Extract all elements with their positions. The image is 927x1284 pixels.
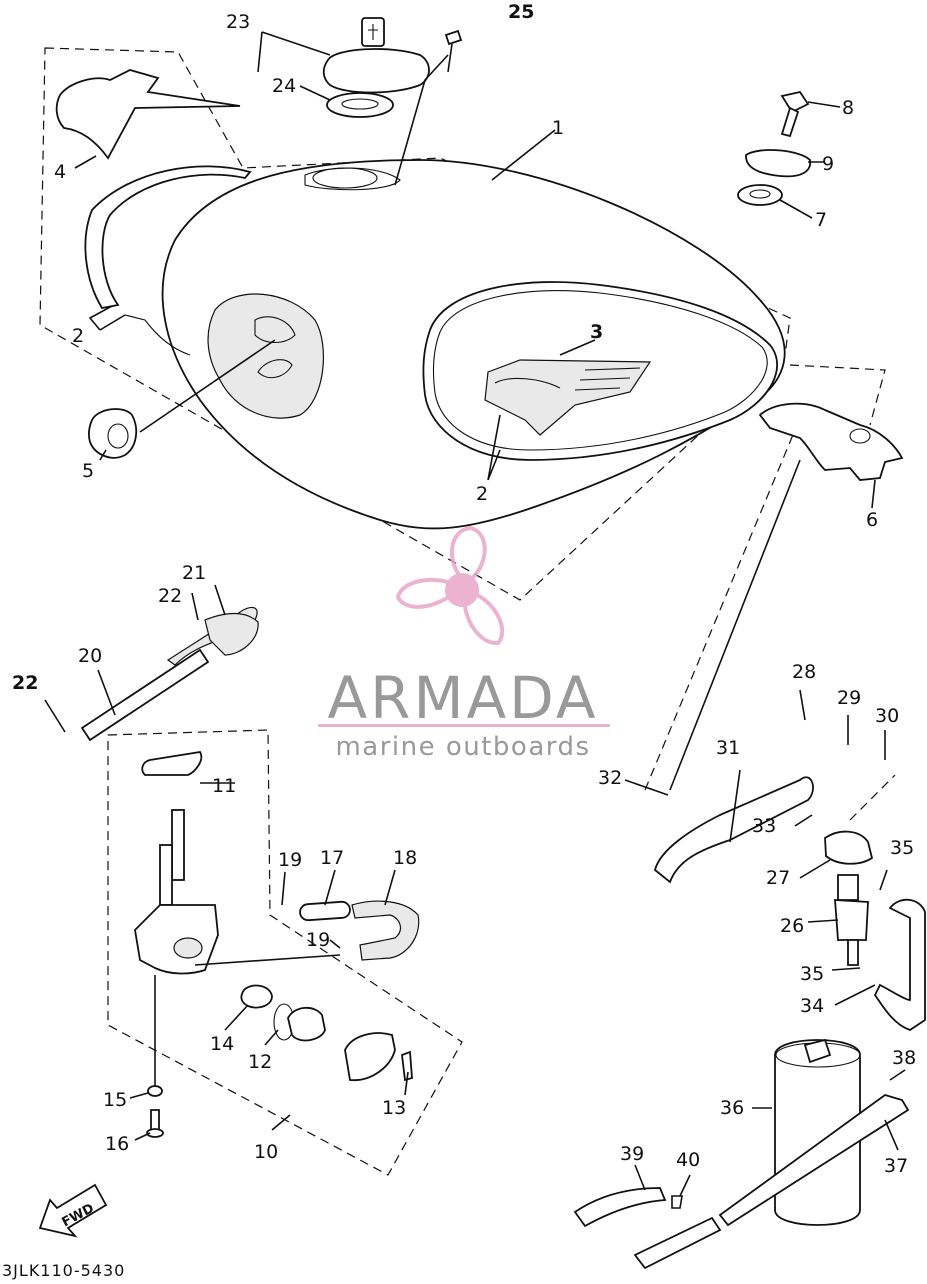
callout-9: 9	[822, 153, 834, 175]
callout-15: 15	[103, 1089, 127, 1111]
callout-26: 26	[780, 915, 804, 937]
callout-2: 2	[476, 483, 488, 505]
callout-5: 5	[82, 460, 94, 482]
callout-19: 19	[278, 849, 302, 871]
callout-21: 21	[182, 562, 206, 584]
watermark: ARMADA marine outboards	[318, 525, 610, 762]
leader-lines	[44, 31, 906, 1197]
watermark-propeller-blade	[462, 589, 505, 646]
callout-12: 12	[248, 1051, 272, 1073]
diagram-code: 3JLK110-5430	[2, 1261, 125, 1280]
fuel-cock	[134, 751, 413, 1138]
callout-7: 7	[815, 209, 827, 231]
callout-8: 8	[842, 97, 854, 119]
callout-36: 36	[720, 1097, 744, 1119]
callout-24: 24	[272, 75, 296, 97]
callout-22: 22	[158, 585, 182, 607]
callout-25: 25	[508, 1, 534, 23]
tank-bracket	[758, 402, 904, 481]
watermark-brand: ARMADA	[327, 664, 598, 732]
callout-34: 34	[800, 995, 824, 1017]
callout-2: 2	[72, 325, 84, 347]
callout-23: 23	[226, 11, 250, 33]
watermark-propeller-blade	[395, 577, 461, 609]
callout-11: 11	[212, 775, 236, 797]
callout-3: 3	[590, 321, 603, 343]
callout-19: 19	[306, 929, 330, 951]
fuel-tank	[84, 159, 786, 530]
callout-35: 35	[890, 837, 914, 859]
callout-31: 31	[716, 737, 740, 759]
callout-27: 27	[766, 867, 790, 889]
forward-direction-arrow: FWD	[38, 1183, 108, 1238]
callout-14: 14	[210, 1033, 234, 1055]
callout-6: 6	[866, 509, 878, 531]
callout-38: 38	[892, 1047, 916, 1069]
tank-fasteners	[737, 90, 812, 206]
callout-29: 29	[837, 687, 861, 709]
callout-39: 39	[620, 1143, 644, 1165]
watermark-propeller-hub	[445, 573, 479, 607]
callout-18: 18	[393, 847, 417, 869]
watermark-propeller-icon	[449, 525, 487, 585]
callout-33: 33	[752, 815, 776, 837]
callout-labels: 1 2 2 2 3 4 5 6 7 8 9 10 11 12 13 14 15 …	[12, 1, 916, 1177]
callout-40: 40	[676, 1149, 700, 1171]
callout-4: 4	[54, 161, 66, 183]
callout-37: 37	[884, 1155, 908, 1177]
fuel-hoses	[80, 606, 420, 961]
assembly-boundary-lines	[39, 47, 896, 1176]
callout-1: 1	[552, 117, 564, 139]
callout-13: 13	[382, 1097, 406, 1119]
callout-20: 20	[78, 645, 102, 667]
damper-grommet	[88, 408, 138, 459]
tank-decal	[55, 69, 241, 160]
callout-10: 10	[254, 1141, 278, 1163]
callout-30: 30	[875, 705, 899, 727]
callout-16: 16	[105, 1133, 129, 1155]
callout-17: 17	[320, 847, 344, 869]
callout-35: 35	[800, 963, 824, 985]
callout-28: 28	[792, 661, 816, 683]
callout-22: 22	[12, 672, 38, 694]
evap-system	[573, 776, 926, 1270]
fuel-cap-assembly	[322, 17, 463, 118]
callout-32: 32	[598, 767, 622, 789]
watermark-tagline: marine outboards	[335, 732, 590, 762]
watermark-rule	[318, 724, 610, 727]
